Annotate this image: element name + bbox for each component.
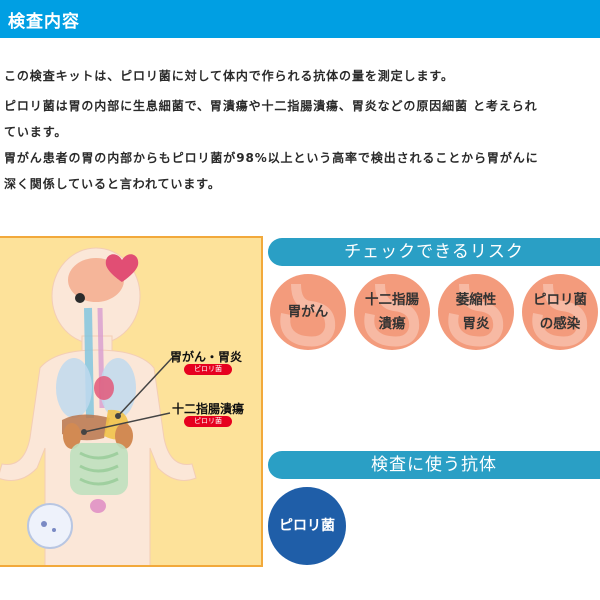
stomach-icon bbox=[532, 283, 588, 347]
risk-label: 十二指腸 潰瘍 bbox=[354, 288, 430, 336]
human-body-illustration bbox=[0, 247, 197, 565]
paragraph-1: この検査キットは、ピロリ菌に対して体内で作られる抗体の量を測定します。 bbox=[4, 63, 598, 89]
organ-label-duodenum: 十二指腸潰瘍 bbox=[172, 402, 245, 416]
organ-label-stomach: 胃がん・胃炎 bbox=[170, 350, 243, 364]
risk-label-line: 萎縮性 bbox=[455, 292, 497, 308]
section-title: 検査内容 bbox=[8, 12, 80, 32]
risk-item-pylori-infection: ピロリ菌 の感染 bbox=[522, 274, 598, 350]
risk-label: ピロリ菌 の感染 bbox=[522, 288, 598, 336]
risk-label-line: 十二指腸 bbox=[365, 292, 419, 308]
antibody-item-pylori: ピロリ菌 bbox=[268, 487, 346, 565]
risk-item-atrophic-gastritis: 萎縮性 胃炎 bbox=[438, 274, 514, 350]
section-header-bar: 検査内容 bbox=[0, 0, 600, 38]
risk-label-line: 胃炎 bbox=[462, 316, 490, 332]
risk-label-line: ピロリ菌 bbox=[533, 292, 587, 308]
risk-label: 萎縮性 胃炎 bbox=[438, 288, 514, 336]
paragraph-3: 胃がん患者の胃の内部からもピロリ菌が98%以上という高率で検出されることから胃が… bbox=[4, 145, 598, 197]
paragraph-2: ピロリ菌は胃の内部に生息細菌で、胃潰瘍や十二指腸潰瘍、胃炎などの原因細菌 と考え… bbox=[4, 93, 598, 145]
risk-item-duodenal-ulcer: 十二指腸 潰瘍 bbox=[354, 274, 430, 350]
paragraph-line: ピロリ菌は胃の内部に生息細菌で、胃潰瘍や十二指腸潰瘍、胃炎などの原因細菌 と考え… bbox=[4, 99, 538, 113]
anatomy-illustration-panel: 胃がん・胃炎 ピロリ菌 十二指腸潰瘍 ピロリ菌 bbox=[0, 236, 263, 567]
risk-label-line: の感染 bbox=[539, 316, 581, 332]
stomach-icon bbox=[448, 283, 504, 347]
risk-section-banner: チェックできるリスク bbox=[268, 238, 600, 266]
risk-label-line: 潰瘍 bbox=[378, 316, 406, 332]
paragraph-line: 深く関係していると言われています。 bbox=[4, 177, 221, 191]
paragraph-line: ています。 bbox=[4, 125, 68, 139]
risk-item-stomach-cancer: 胃がん bbox=[270, 274, 346, 350]
antibody-section-banner: 検査に使う抗体 bbox=[268, 451, 600, 479]
risk-label: 胃がん bbox=[287, 304, 329, 320]
paragraph-line: この検査キットは、ピロリ菌に対して体内で作られる抗体の量を測定します。 bbox=[4, 69, 454, 83]
stomach-icon bbox=[364, 283, 420, 347]
pylori-tag: ピロリ菌 bbox=[184, 416, 232, 427]
pylori-tag: ピロリ菌 bbox=[184, 364, 232, 375]
stomach-icon bbox=[280, 283, 336, 347]
paragraph-line: 胃がん患者の胃の内部からもピロリ菌が98%以上という高率で検出されることから胃が… bbox=[4, 151, 539, 165]
